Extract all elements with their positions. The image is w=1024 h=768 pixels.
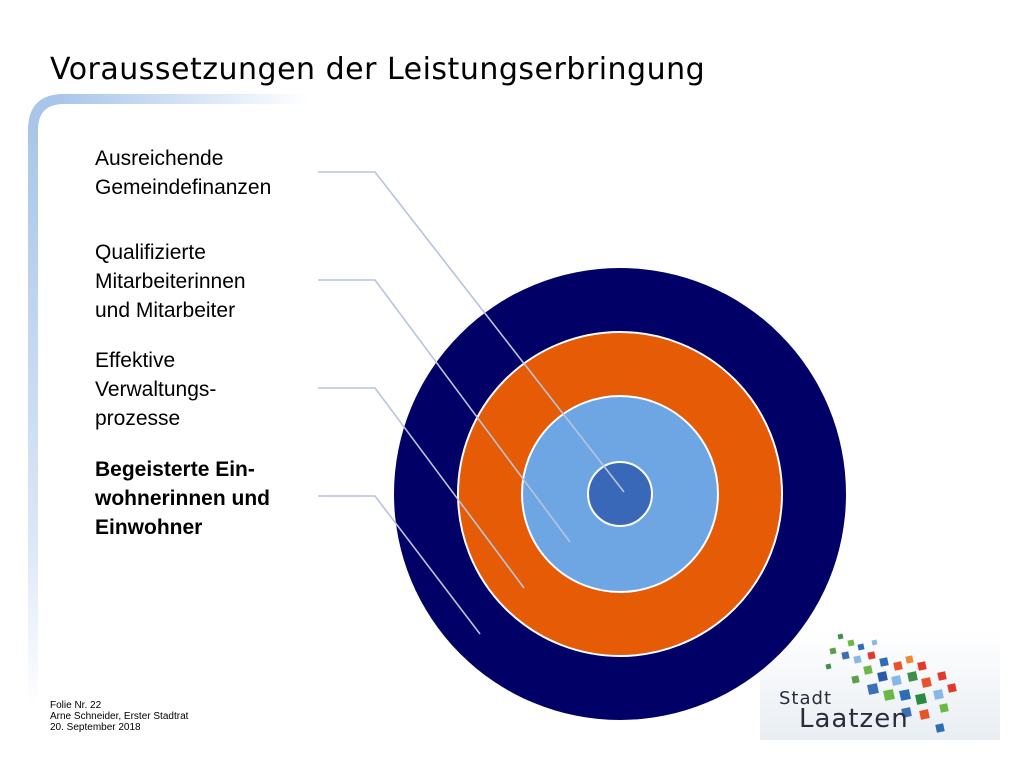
logo-square <box>901 707 912 718</box>
logo-square <box>935 723 945 733</box>
label-line: prozesse <box>95 407 181 430</box>
logo-square <box>863 665 873 675</box>
accent-bar-corner <box>28 94 64 130</box>
logo-square <box>893 661 903 671</box>
label-line: und Mitarbeiter <box>95 299 236 322</box>
accent-bar-horizontal <box>60 94 310 104</box>
footer-date: 20. September 2018 <box>50 722 141 733</box>
logo-square <box>905 655 914 664</box>
label-line: Qualifizierte <box>95 241 206 264</box>
footer-slide-number: Folie Nr. 22 <box>50 700 102 711</box>
logo-square <box>867 683 879 695</box>
accent-bar-vertical <box>28 130 38 710</box>
logo-square <box>937 671 947 681</box>
logo-square <box>847 639 855 647</box>
logo-square <box>857 643 865 651</box>
ring-gemeindefinanzen <box>587 461 653 527</box>
logo-square <box>841 651 850 660</box>
label-mitarbeiter: Qualifizierte Mitarbeiterinnen und Mitar… <box>95 238 246 325</box>
logo-square <box>907 671 918 682</box>
label-einwohner: Begeisterte Ein- wohnerinnen und Einwohn… <box>95 455 270 542</box>
logo-square <box>921 677 932 688</box>
label-gemeindefinanzen: Ausreichende Gemeindefinanzen <box>95 144 271 202</box>
logo-word-stadt: Stadt <box>779 688 832 709</box>
label-line: Mitarbeiterinnen <box>95 270 246 293</box>
logo-square <box>853 655 862 664</box>
label-line: Einwohner <box>95 516 203 539</box>
leader-lines <box>318 171 625 635</box>
logo-square <box>871 639 878 646</box>
logo-square <box>851 675 860 684</box>
leader-line-gemeindefinanzen <box>318 171 625 493</box>
logo-square <box>915 693 927 705</box>
logo-square <box>891 675 902 686</box>
label-line: Verwaltungs- <box>95 378 217 401</box>
footer: Folie Nr. 22 Arne Schneider, Erster Stad… <box>50 700 188 733</box>
logo-background <box>760 630 1000 740</box>
leader-line-mitarbeiter <box>318 279 571 543</box>
label-verwaltungsprozesse: Effektive Verwaltungs- prozesse <box>95 346 216 433</box>
logo-square <box>829 647 837 655</box>
label-line: Ausreichende <box>95 147 224 170</box>
logo-square <box>917 661 927 671</box>
logo-mosaic <box>825 633 957 733</box>
logo-square <box>883 689 895 701</box>
logo-square <box>939 703 949 713</box>
label-line: Begeisterte Ein- <box>95 458 255 481</box>
footer-author: Arne Schneider, Erster Stadtrat <box>50 711 189 722</box>
logo-square <box>867 651 876 660</box>
logo-square <box>933 689 944 700</box>
logo-word-laatzen: Laatzen <box>799 704 909 734</box>
label-line: Gemeindefinanzen <box>95 176 272 199</box>
leader-line-einwohner <box>318 495 481 635</box>
target-diagram <box>394 268 846 720</box>
page-title: Voraussetzungen der Leistungserbringung <box>50 52 706 87</box>
label-line: wohnerinnen und <box>95 487 270 510</box>
logo-square <box>899 689 911 701</box>
logo-square <box>877 671 888 682</box>
logo-square <box>837 633 844 640</box>
label-line: Effektive <box>95 349 176 372</box>
leader-line-verwaltungsprozesse <box>318 387 525 589</box>
logo-square <box>919 709 930 720</box>
logo-square <box>825 663 832 670</box>
logo-square <box>947 683 957 693</box>
logo-square <box>879 657 889 667</box>
